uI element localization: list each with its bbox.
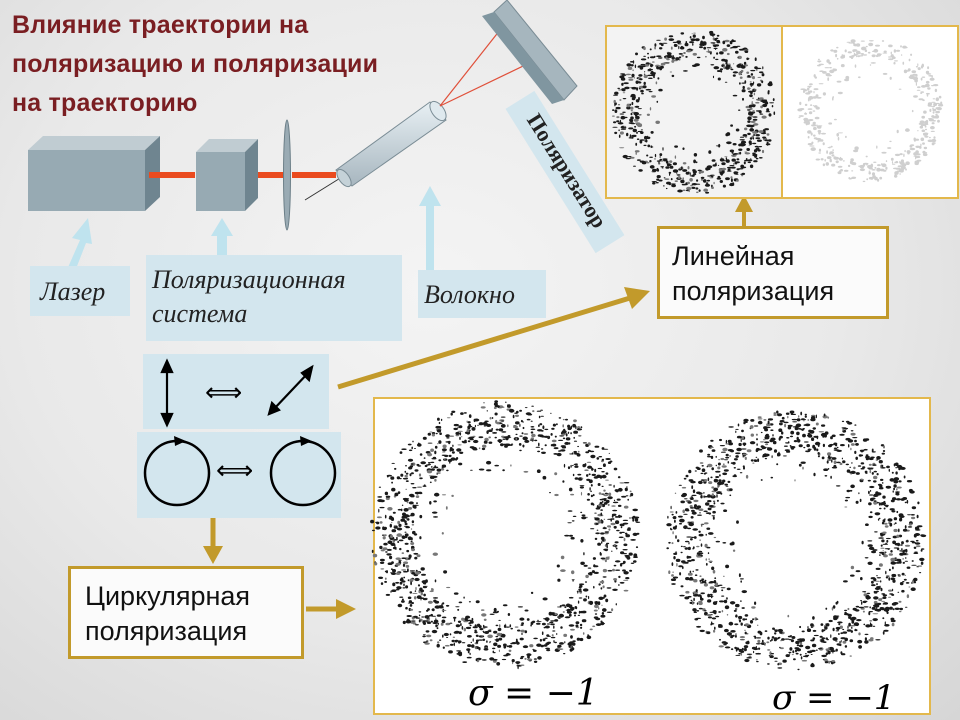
linear-states-panel: [143, 354, 329, 429]
speckle-ring-linear-dark: [611, 30, 776, 194]
pointer-arrows: [66, 186, 441, 274]
speckle-ring-circular-left: [370, 400, 641, 670]
circular-polarization-right-icon: [269, 436, 337, 507]
laser-beam-segment-2: [258, 172, 284, 178]
sigma-right: σ = −1: [772, 678, 896, 718]
polarizer-plate: [482, 0, 578, 104]
label-polarization-system: Поляризационная система: [146, 255, 402, 341]
double-arrow-circular: ⟺: [216, 456, 254, 486]
speckle-ring-linear-light: [790, 30, 950, 190]
box-circular-polarization: Циркулярная поляризация: [68, 566, 304, 659]
speckle-ring-circular-right: [666, 410, 927, 671]
box-linear-polarization: Линейная поляризация: [657, 226, 889, 319]
label-fiber: Волокно: [418, 270, 546, 318]
double-arrow-linear: ⟺: [205, 378, 243, 408]
label-laser: Лазер: [30, 266, 130, 316]
title-line-3: на траекторию: [12, 89, 198, 117]
laser-block: [28, 136, 160, 211]
gold-arrows: [203, 195, 753, 619]
title-line-2: поляризацию и поляризации: [12, 50, 379, 78]
circular-photo-frame: [373, 397, 931, 715]
diagonal-polarization-icon: [267, 364, 314, 416]
polarization-system-block: [196, 139, 258, 211]
title-line-1: Влияние траектории на: [12, 11, 309, 39]
arrow-to-fiber: [419, 186, 441, 270]
laser-beam-segment-3: [292, 172, 336, 178]
vertical-polarization-icon: [160, 358, 174, 428]
laser-beam-segment-1: [149, 172, 195, 178]
slide-title: Влияние траектории на поляризацию и поля…: [12, 6, 492, 123]
optical-fiber: [304, 100, 447, 201]
arrow-to-polarization-system: [211, 218, 233, 262]
sigma-left: σ = −1: [468, 673, 599, 714]
lens: [283, 119, 291, 231]
arrow-to-laser: [66, 218, 92, 274]
circular-polarization-left-icon: [143, 436, 211, 507]
output-ray-1: [439, 29, 501, 107]
